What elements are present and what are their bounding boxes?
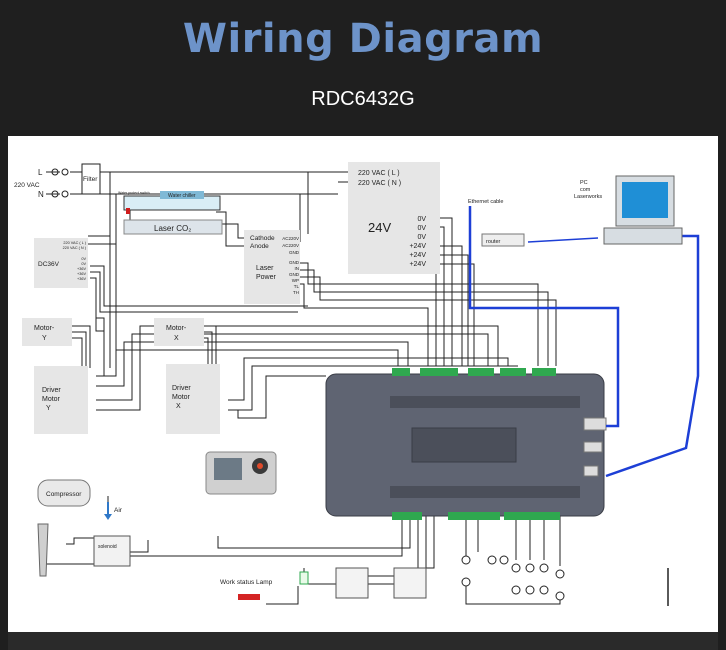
psu-out-5: +24V [409, 252, 426, 259]
mains-n-label: N [38, 190, 44, 199]
dc36-term-3: 0V [81, 257, 86, 261]
cathode-label: Cathode [250, 235, 275, 242]
lp-sig-1: GND [289, 260, 300, 265]
filter-label: Filter [83, 176, 98, 183]
dc36-label: DC36V [38, 261, 60, 268]
laser-co2-label: Laser CO₂ [154, 224, 191, 233]
mains-voltage-label: 220 VAC [14, 182, 40, 189]
psu-out-3: 0V [417, 234, 426, 241]
mains-l-label: L [38, 168, 43, 177]
pc-line1: PC [580, 180, 588, 186]
ethernet-cable-label: Ethernet cable [468, 199, 503, 205]
pc-line2: com [580, 187, 591, 193]
laser-power-label-2: Power [256, 274, 277, 281]
psu-out-2: 0V [417, 225, 426, 232]
lp-sig-2: IN [295, 266, 300, 271]
driver-x-line1: Driver [172, 385, 191, 392]
ethernet-cable-line [468, 206, 700, 478]
pc-line3: Laserworks [574, 194, 602, 200]
laser-power-label-1: Laser [256, 265, 274, 272]
lp-ac-1: AC220V [282, 236, 299, 241]
lp-sig-6: TH [293, 290, 299, 295]
driver-x-line2: Motor [172, 394, 191, 401]
psu-out-6: +24V [409, 261, 426, 268]
anode-label: Anode [250, 243, 269, 250]
air-label: Air [114, 507, 123, 514]
psu-out-1: 0V [417, 216, 426, 223]
pc-base-icon [603, 227, 683, 245]
psu-input-n: 220 VAC ( N ) [358, 180, 401, 187]
lp-sig-4: WP [292, 278, 299, 283]
motor-x-line2: X [174, 335, 179, 342]
psu-24v-label: 24V [368, 220, 391, 235]
water-protect-label: Water protect switch [118, 191, 150, 195]
dc36-term-5: +36V [77, 267, 86, 271]
bottom-band [8, 632, 718, 650]
page-title: Wiring Diagram [182, 16, 544, 62]
driver-y-line2: Motor [42, 396, 61, 403]
dc36-term-7: +36V [77, 277, 86, 281]
lamp-label: Work status Lamp [220, 579, 273, 586]
psu-out-4: +24V [409, 243, 426, 250]
wiring-diagram-panel: 24V 220 VAC ( L ) 220 VAC ( N ) 0V 0V 0V… [8, 136, 718, 632]
motor-y-line2: Y [42, 335, 47, 342]
motor-y-line1: Motor- [34, 325, 55, 332]
lp-sig-3: GND [289, 272, 300, 277]
dc36-term-2: 220 VAC ( N ) [63, 246, 87, 250]
water-chiller-label: Water chiller [168, 193, 196, 199]
lp-ac-2: AC220V [282, 243, 299, 248]
psu-input-l: 220 VAC ( L ) [358, 170, 400, 177]
wiring-diagram: 24V 220 VAC ( L ) 220 VAC ( N ) 0V 0V 0V… [14, 162, 700, 606]
driver-x-line3: X [176, 403, 181, 410]
page-subtitle: RDC6432G [311, 88, 415, 110]
lamp-icon [238, 594, 260, 600]
router-label: router [486, 239, 501, 245]
compressor-label: Compressor [46, 491, 82, 498]
solenoid-label: solenoid [98, 544, 117, 550]
lp-sig-5: TL [294, 284, 300, 289]
solenoid-icon [93, 535, 131, 567]
laser-head-icon [37, 523, 49, 577]
dc36-term-4: 0V [81, 262, 86, 266]
motor-x-line1: Motor- [166, 325, 187, 332]
compressor-icon [37, 479, 91, 507]
driver-y-line1: Driver [42, 387, 61, 394]
dc36-term-1: 220 VAC ( L ) [63, 241, 86, 245]
lp-ac-3: GND [289, 250, 300, 255]
dc36-term-6: +36V [77, 272, 86, 276]
driver-y-line3: Y [46, 405, 51, 412]
router-icon [481, 233, 525, 247]
